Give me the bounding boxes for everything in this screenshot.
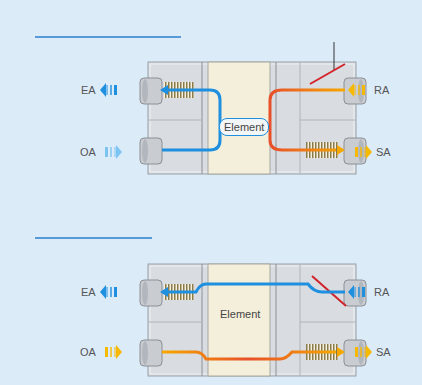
element-core: Element bbox=[219, 118, 269, 136]
element-label: Element bbox=[220, 308, 260, 320]
port-label: RA bbox=[374, 84, 389, 96]
port-label: EA bbox=[81, 84, 96, 96]
port-label: SA bbox=[376, 346, 391, 358]
port-label: OA bbox=[80, 346, 96, 358]
port-label: SA bbox=[376, 146, 391, 158]
element-label: Element bbox=[224, 121, 264, 133]
port-label: OA bbox=[80, 146, 96, 158]
port-label: RA bbox=[374, 286, 389, 298]
port-label: EA bbox=[81, 286, 96, 298]
element-core: Element bbox=[218, 307, 262, 321]
